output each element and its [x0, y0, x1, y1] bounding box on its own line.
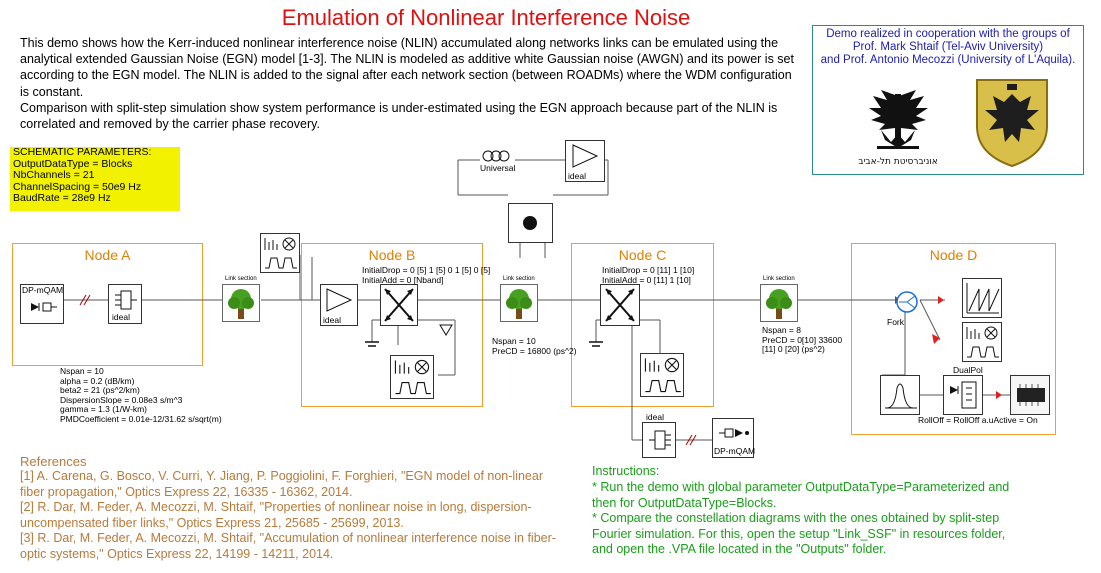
- fork-icon: [896, 291, 918, 313]
- receiver-icon: [950, 381, 977, 409]
- analyzer-1[interactable]: [260, 233, 300, 273]
- dp-mqam-transmitter[interactable]: DP-mQAM: [20, 284, 64, 324]
- amplifier-icon: [326, 288, 353, 312]
- analyzer-icon: [644, 357, 681, 393]
- link-section-3[interactable]: Link section: [760, 276, 798, 322]
- node-b-box[interactable]: Node B: [301, 243, 483, 407]
- param-line: BaudRate = 28e9 Hz: [13, 192, 111, 204]
- amp-ideal-label: ideal: [323, 315, 341, 325]
- param-line: OutputDataType = Blocks: [13, 157, 133, 170]
- link-1-parameters: Nspan = 10 alpha = 0.2 (dB/km) beta2 = 2…: [60, 366, 222, 424]
- noise-source-icon: [523, 216, 537, 230]
- tel-aviv-university-logo: אוניברסיטת תל-אביב: [858, 90, 938, 167]
- tau-caption: אוניברסיטת תל-אביב: [858, 157, 938, 167]
- link-section-2[interactable]: Link section: [500, 276, 538, 322]
- tx-label: DP-mQAM: [22, 285, 64, 295]
- roadm-node-b[interactable]: [380, 284, 418, 326]
- mux-icon: [115, 290, 137, 310]
- cooperation-line: and Prof. Antonio Mecozzi (University of…: [820, 54, 1076, 66]
- fiber-coil-icon: [482, 150, 510, 162]
- universal-fiber[interactable]: Universal: [480, 148, 520, 176]
- sawtooth-icon: [966, 283, 1000, 314]
- node-d-title: Node D: [929, 247, 978, 263]
- link-section-label: Link section: [503, 276, 535, 282]
- analyzer-icon: [264, 237, 297, 269]
- link-section-label: Link section: [763, 276, 795, 282]
- photodetector-icon: [719, 428, 749, 438]
- dsp-chip[interactable]: [1010, 375, 1050, 415]
- description-paragraph: Comparison with split-step simulation sh…: [20, 100, 778, 132]
- description-paragraph: This demo shows how the Kerr-induced non…: [20, 36, 794, 99]
- dualpol-receiver[interactable]: [943, 375, 983, 415]
- instructions-list: * Run the demo with global parameter Out…: [592, 480, 1012, 558]
- instructions-title: Instructions:: [592, 464, 660, 478]
- node-b-title: Node B: [368, 247, 416, 263]
- param-line: SCHEMATIC PARAMETERS:: [13, 146, 152, 158]
- fork-block[interactable]: [895, 290, 919, 314]
- fork-label: Fork: [887, 317, 904, 327]
- link-section-label: Link section: [225, 276, 257, 282]
- amplifier-loop[interactable]: ideal: [565, 140, 605, 182]
- link-section-1[interactable]: Link section: [222, 276, 260, 322]
- param-line: ChannelSpacing = 50e9 Hz: [13, 180, 142, 193]
- cross-connect-icon: [605, 288, 635, 322]
- analyzer-4[interactable]: [962, 322, 1002, 362]
- mux-ideal-label: ideal: [112, 312, 130, 322]
- mux-block[interactable]: ideal: [108, 284, 142, 324]
- roadm-node-c[interactable]: [600, 284, 640, 326]
- laser-icon: [31, 302, 57, 312]
- filter-icon: [885, 383, 917, 409]
- cooperation-text: Demo realized in cooperation with the gr…: [813, 28, 1083, 67]
- rx-label: DP-mQAM: [714, 446, 756, 456]
- cooperation-line: Demo realized in cooperation with the gr…: [826, 28, 1070, 40]
- chip-icon: [1017, 384, 1045, 406]
- amplifier-node-b[interactable]: ideal: [320, 284, 358, 326]
- cross-connect-icon: [384, 288, 414, 322]
- instruction-item: * Run the demo with global parameter Out…: [592, 480, 1010, 510]
- references-list: [1] A. Carena, G. Bosco, V. Curri, Y. Ji…: [20, 469, 560, 562]
- tree-icon: [228, 289, 254, 319]
- tree-icon: [506, 289, 532, 319]
- dp-mqam-receiver-c[interactable]: DP-mQAM: [712, 418, 756, 458]
- node-a-title: Node A: [84, 247, 131, 263]
- analyzer-2[interactable]: [390, 355, 434, 399]
- node-c-box[interactable]: Node C: [571, 243, 714, 407]
- amp-ideal-label: ideal: [568, 171, 586, 181]
- roadm-b-parameters: InitialDrop = 0 [5] 1 [5] 0 1 [5] 0 [5] …: [362, 265, 491, 285]
- receiver-parameters: RollOff = RollOff a.uActive = On: [918, 415, 1038, 425]
- demux-ideal-label: ideal: [646, 412, 664, 422]
- roadm-c-parameters: InitialDrop = 0 [11] 1 [10] InitialAdd =…: [602, 265, 695, 285]
- analyzer-3[interactable]: [640, 353, 684, 397]
- reference-item: [3] R. Dar, M. Feder, A. Mecozzi, M. Sht…: [20, 531, 556, 561]
- references-title: References: [20, 454, 87, 469]
- node-c-title: Node C: [618, 247, 667, 263]
- instruction-item: * Compare the constellation diagrams wit…: [592, 511, 1006, 556]
- filter-block[interactable]: [880, 375, 920, 415]
- sawtooth-scope[interactable]: [962, 278, 1002, 318]
- tree-icon: [766, 289, 792, 319]
- page-title: Emulation of Nonlinear Interference Nois…: [281, 5, 691, 30]
- link-2-parameters: Nspan = 10 PreCD = 16800 (ps^2): [492, 336, 577, 356]
- universal-label: Universal: [480, 163, 516, 173]
- analyzer-icon: [966, 326, 999, 358]
- reference-item: [1] A. Carena, G. Bosco, V. Curri, Y. Ji…: [20, 469, 543, 499]
- dualpol-label: DualPol: [953, 365, 983, 375]
- analyzer-icon: [394, 359, 431, 395]
- nlin-block[interactable]: [508, 203, 553, 243]
- demux-block[interactable]: [642, 422, 676, 458]
- schematic-parameters[interactable]: SCHEMATIC PARAMETERS: OutputDataType = B…: [10, 146, 180, 211]
- demux-icon: [649, 430, 671, 450]
- param-line: NbChannels = 21: [13, 169, 95, 181]
- cooperation-line: Prof. Mark Shtaif (Tel-Aviv University): [852, 41, 1044, 53]
- node-d-box[interactable]: Node D: [851, 243, 1056, 435]
- node-a-box[interactable]: Node A: [12, 243, 203, 366]
- link-3-parameters: Nspan = 8 PreCD = 0[10] 33600 [11] 0 [20…: [762, 325, 843, 354]
- cooperation-box: Demo realized in cooperation with the gr…: [812, 25, 1084, 175]
- university-laquila-logo: [976, 79, 1048, 168]
- description: This demo shows how the Kerr-induced non…: [20, 35, 795, 132]
- reference-item: [2] R. Dar, M. Feder, A. Mecozzi, M. Sht…: [20, 500, 532, 530]
- amplifier-icon: [572, 144, 599, 168]
